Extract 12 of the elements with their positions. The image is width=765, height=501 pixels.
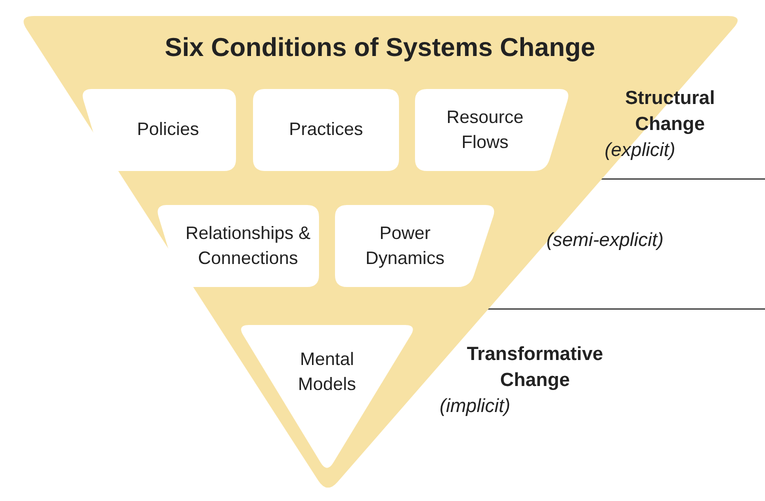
panel-heading: Six Conditions of Systems Change <box>164 30 596 64</box>
explicitness-label: (explicit) <box>604 139 676 163</box>
condition-label: Policies <box>136 118 200 142</box>
condition-label: Mental Models <box>296 348 358 396</box>
condition-label: Resource Flows <box>445 106 525 154</box>
condition-label: Practices <box>288 118 364 142</box>
explicitness-label: (semi-explicit) <box>545 229 665 253</box>
change-type-label: Transformative Change <box>466 343 604 393</box>
change-type-label: Structural Change <box>624 87 716 137</box>
explicitness-label: (implicit) <box>438 395 512 419</box>
condition-label: Power Dynamics <box>364 222 446 270</box>
condition-label: Relationships & Connections <box>184 222 312 270</box>
